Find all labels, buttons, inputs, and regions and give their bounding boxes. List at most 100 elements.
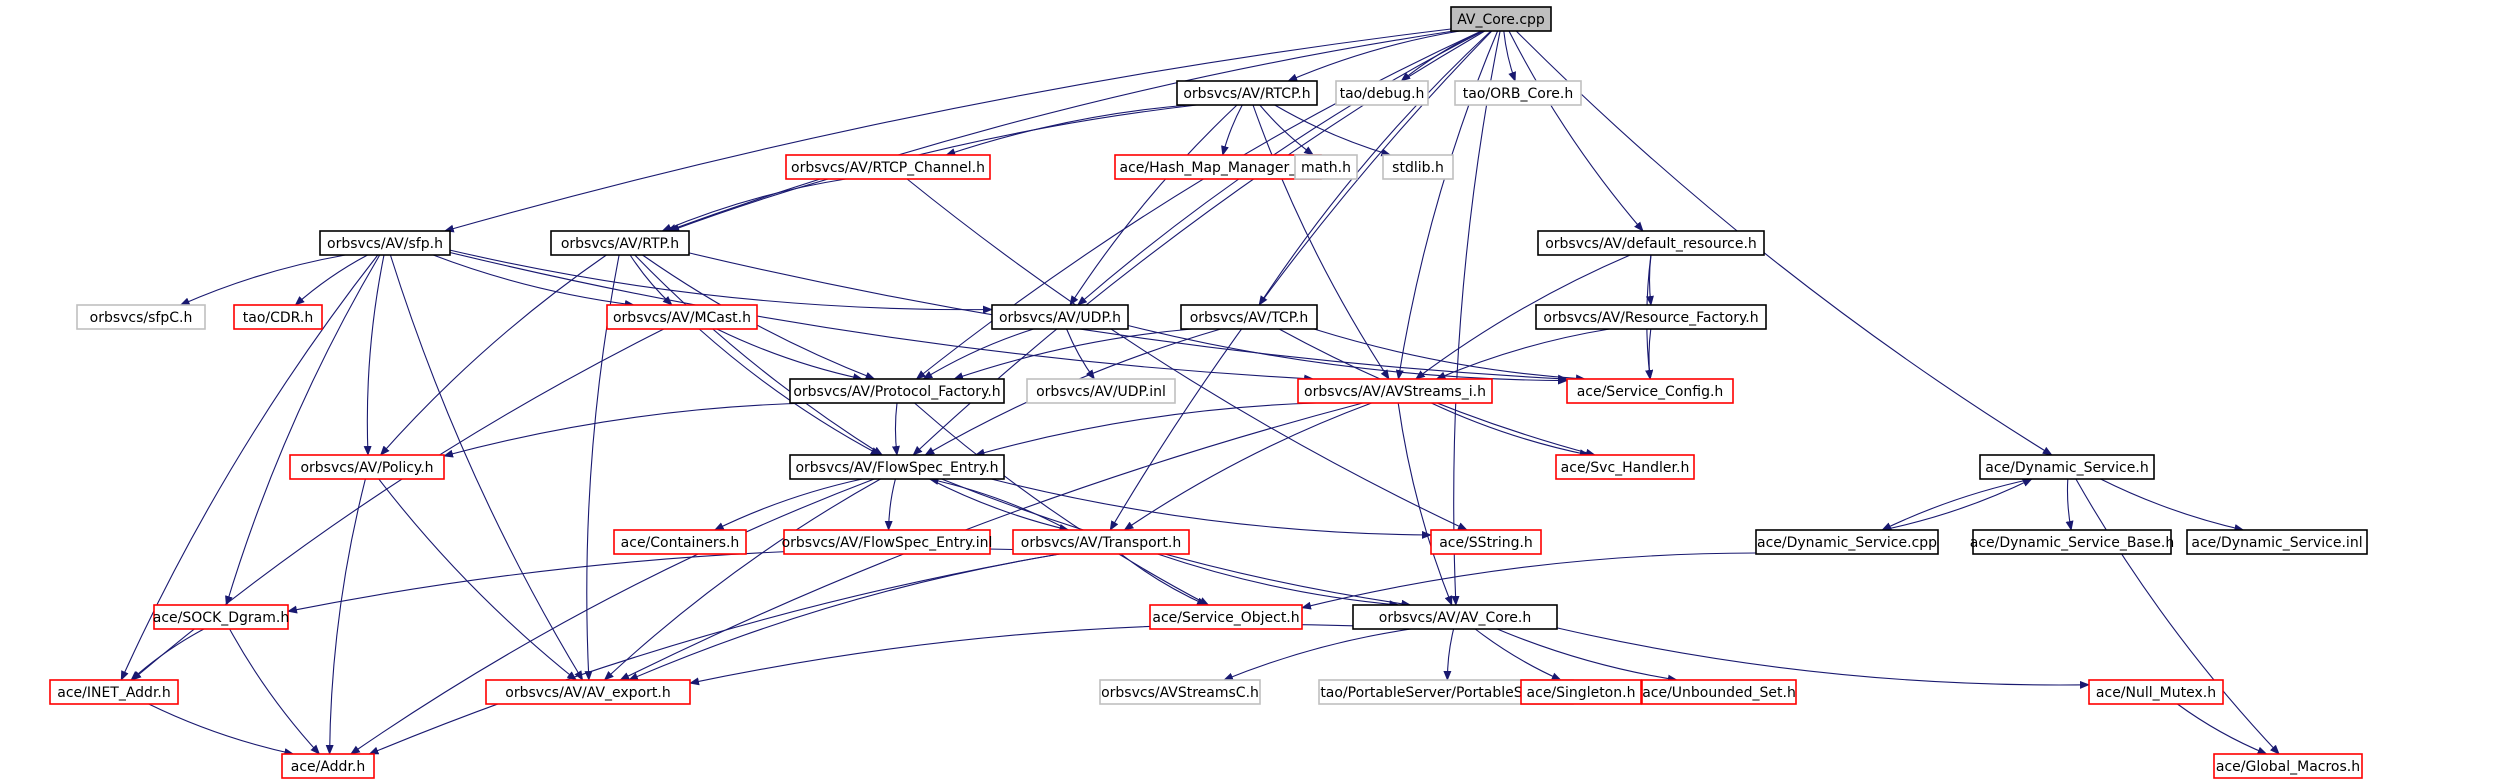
node-label: ace/Null_Mutex.h — [2096, 685, 2216, 701]
node-ace-sock-dgram-h[interactable]: ace/SOCK_Dgram.h — [153, 604, 289, 630]
node-label: orbsvcs/sfpC.h — [90, 310, 193, 326]
node-box — [2088, 679, 2224, 705]
node-orbsvcs-av-av-core-h[interactable]: orbsvcs/AV/AV_Core.h — [1352, 604, 1558, 630]
node-ace-service-object-h[interactable]: ace/Service_Object.h — [1149, 604, 1303, 630]
node-label: ace/Dynamic_Service.cpp — [1757, 535, 1937, 551]
edge-av-core-cpp-to-orbsvcs-av-protocol-factory-h — [915, 30, 1482, 380]
node-box — [233, 304, 323, 330]
node-orbsvcs-av-rtcp-channel-h[interactable]: orbsvcs/AV/RTCP_Channel.h — [785, 154, 991, 180]
node-box — [2213, 753, 2363, 779]
node-label: orbsvcs/AV/Policy.h — [300, 460, 433, 476]
node-ace-inet-addr-h[interactable]: ace/INET_Addr.h — [49, 679, 179, 705]
node-orbsvcs-av-mcast-h[interactable]: orbsvcs/AV/MCast.h — [606, 304, 758, 330]
edge-ace-sock-dgram-h-to-ace-inet-addr-h — [130, 628, 205, 681]
node-label: orbsvcs/AV/FlowSpec_Entry.inl — [782, 535, 993, 551]
node-label: tao/debug.h — [1340, 86, 1425, 102]
node-box — [1099, 679, 1261, 705]
dependency-edge — [991, 478, 1432, 539]
node-orbsvcs-av-protocol-factory-h[interactable]: orbsvcs/AV/Protocol_Factory.h — [789, 378, 1005, 404]
dependency-edge — [914, 402, 1210, 606]
dependency-edge — [929, 478, 1070, 532]
edge-av-core-cpp-to-orbsvcs-av-default-resource-h — [1508, 30, 1644, 232]
edge-orbsvcs-av-transport-h-to-orbsvcs-av-av-core-h — [1157, 553, 1400, 609]
edge-orbsvcs-av-rtcp-h-to-orbsvcs-av-udp-h — [1069, 104, 1238, 306]
edge-ace-dynamic-service-cpp-to-ace-dynamic-service-h — [1882, 478, 2033, 531]
node-label: ace/SString.h — [1439, 535, 1533, 551]
node-box — [1755, 529, 1939, 555]
dependency-edge — [1069, 104, 1238, 306]
dependency-edge — [1109, 30, 1493, 531]
node-label: orbsvcs/AV/Transport.h — [1021, 535, 1182, 551]
node-label: orbsvcs/AV/UDP.h — [999, 310, 1121, 326]
node-box — [606, 304, 758, 330]
node-label: math.h — [1301, 160, 1351, 176]
dependency-edge — [443, 28, 1452, 233]
dependency-edge — [1127, 324, 1568, 385]
node-av-core-cpp[interactable]: AV_Core.cpp — [1450, 6, 1552, 32]
node-orbsvcs-av-default-resource-h[interactable]: orbsvcs/AV/default_resource.h — [1537, 230, 1765, 256]
node-label: ace/Unbounded_Set.h — [1642, 685, 1796, 701]
node-label: ace/Hash_Map_Manager_T.h — [1119, 160, 1316, 176]
node-math-h: math.h — [1294, 154, 1358, 180]
dependency-edge — [325, 478, 366, 755]
dependency-edge — [1451, 30, 1501, 606]
node-orbsvcs-av-flowspec-entry-h[interactable]: orbsvcs/AV/FlowSpec_Entry.h — [789, 454, 1005, 480]
edge-orbsvcs-av-av-core-h-to-tao-portableserver-portableserver-h — [1443, 628, 1455, 681]
node-label: ace/Singleton.h — [1527, 685, 1636, 701]
dependency-edge — [379, 254, 607, 456]
node-ace-null-mutex-h[interactable]: ace/Null_Mutex.h — [2088, 679, 2224, 705]
dependency-edge — [1508, 30, 1644, 232]
node-ace-dynamic-service-cpp[interactable]: ace/Dynamic_Service.cpp — [1755, 529, 1939, 555]
node-label: orbsvcs/AVStreamsC.h — [1101, 685, 1259, 701]
node-orbsvcs-av-av-export-h[interactable]: orbsvcs/AV/AV_export.h — [485, 679, 691, 705]
node-box — [289, 454, 445, 480]
node-label: orbsvcs/AV/FlowSpec_Entry.h — [795, 460, 998, 476]
edge-orbsvcs-av-rtp-h-to-orbsvcs-av-flowspec-entry-h — [634, 254, 884, 456]
node-ace-service-config-h[interactable]: ace/Service_Config.h — [1566, 378, 1734, 404]
node-orbsvcs-av-rtcp-h[interactable]: orbsvcs/AV/RTCP.h — [1176, 80, 1318, 106]
dependency-edge — [2100, 478, 2245, 532]
node-orbsvcs-av-flowspec-entry-inl[interactable]: orbsvcs/AV/FlowSpec_Entry.inl — [782, 529, 993, 555]
edge-orbsvcs-av-avstreams-i-h-to-orbsvcs-av-av-core-h — [1397, 402, 1453, 606]
edge-orbsvcs-av-sfp-h-to-orbsvcs-av-udp-h — [449, 249, 993, 314]
dependency-edge — [688, 252, 1568, 383]
node-ace-addr-h[interactable]: ace/Addr.h — [281, 753, 375, 779]
edge-av-core-cpp-to-ace-dynamic-service-h — [1515, 30, 2053, 456]
dependency-edge — [922, 328, 1034, 380]
node-orbsvcs-av-avstreams-i-h[interactable]: orbsvcs/AV/AVStreams_i.h — [1297, 378, 1493, 404]
node-stdlib-h: stdlib.h — [1382, 154, 1454, 180]
node-orbsvcs-av-resource-factory-h[interactable]: orbsvcs/AV/Resource_Factory.h — [1535, 304, 1767, 330]
node-label: orbsvcs/AV/sfp.h — [327, 236, 443, 252]
node-orbsvcs-av-tcp-h[interactable]: orbsvcs/AV/TCP.h — [1180, 304, 1318, 330]
node-ace-singleton-h[interactable]: ace/Singleton.h — [1520, 679, 1642, 705]
node-ace-hash-map-manager-t-h[interactable]: ace/Hash_Map_Manager_T.h — [1114, 154, 1322, 180]
node-orbsvcs-av-udp-h[interactable]: orbsvcs/AV/UDP.h — [991, 304, 1129, 330]
edge-orbsvcs-av-avstreams-i-h-to-orbsvcs-av-flowspec-entry-h — [974, 402, 1317, 457]
edge-orbsvcs-av-transport-h-to-orbsvcs-av-av-export-h — [628, 553, 1061, 681]
node-label: orbsvcs/AV/AVStreams_i.h — [1304, 384, 1486, 400]
node-label: ace/Svc_Handler.h — [1561, 460, 1690, 476]
node-ace-dynamic-service-inl[interactable]: ace/Dynamic_Service.inl — [2186, 529, 2368, 555]
node-orbsvcs-av-sfp-h[interactable]: orbsvcs/AV/sfp.h — [319, 230, 451, 256]
dependency-edge — [1259, 104, 1315, 156]
node-orbsvcs-av-rtp-h[interactable]: orbsvcs/AV/RTP.h — [550, 230, 690, 256]
dependency-edge — [449, 251, 1315, 383]
dependency-edge — [120, 254, 379, 681]
node-box — [1176, 80, 1318, 106]
node-ace-global-macros-h[interactable]: ace/Global_Macros.h — [2213, 753, 2363, 779]
node-orbsvcs-av-udp-inl: orbsvcs/AV/UDP.inl — [1026, 378, 1176, 404]
dependency-edge — [1443, 628, 1455, 681]
node-ace-sstring-h[interactable]: ace/SString.h — [1430, 529, 1542, 555]
node-ace-dynamic-service-h[interactable]: ace/Dynamic_Service.h — [1979, 454, 2155, 480]
node-ace-containers-h[interactable]: ace/Containers.h — [613, 529, 747, 555]
node-orbsvcs-av-policy-h[interactable]: orbsvcs/AV/Policy.h — [289, 454, 445, 480]
node-ace-svc-handler-h[interactable]: ace/Svc_Handler.h — [1555, 454, 1695, 480]
dependency-edge — [1221, 104, 1243, 156]
node-tao-cdr-h[interactable]: tao/CDR.h — [233, 304, 323, 330]
node-ace-unbounded-set-h[interactable]: ace/Unbounded_Set.h — [1641, 679, 1797, 705]
node-label: orbsvcs/AV/Protocol_Factory.h — [793, 384, 1000, 400]
dependency-edge — [716, 328, 864, 382]
node-orbsvcs-av-transport-h[interactable]: orbsvcs/AV/Transport.h — [1012, 529, 1190, 555]
node-ace-dynamic-service-base-h[interactable]: ace/Dynamic_Service_Base.h — [1970, 529, 2175, 555]
node-box — [49, 679, 179, 705]
